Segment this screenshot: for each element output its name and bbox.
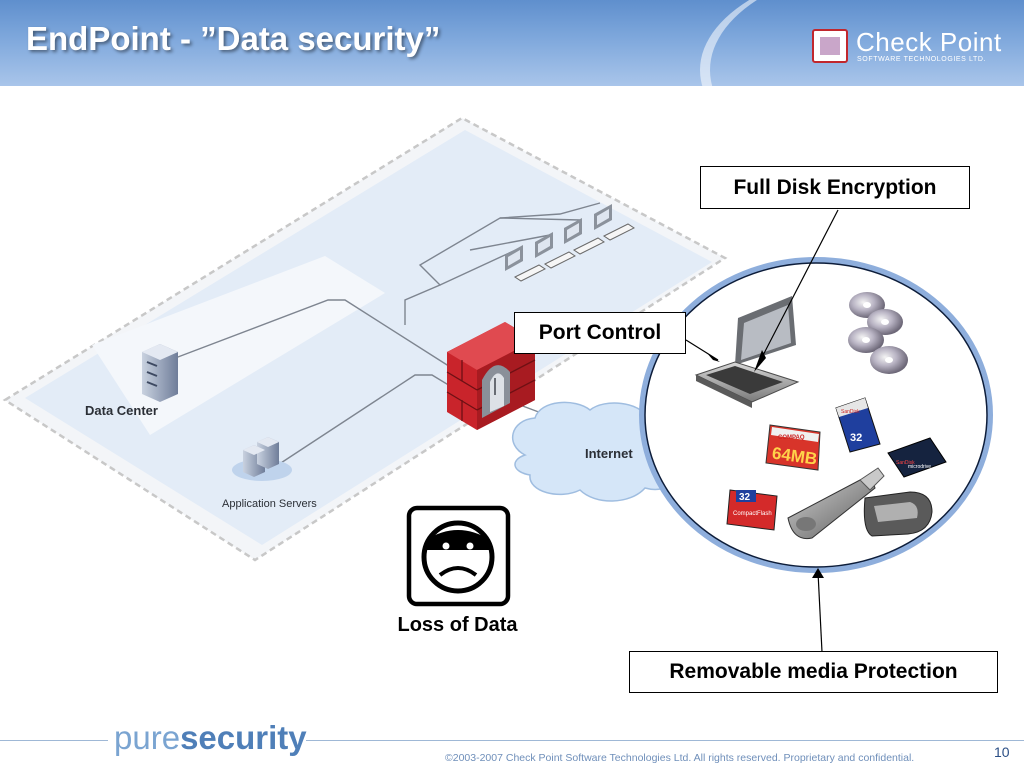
brand-subtitle: SOFTWARE TECHNOLOGIES LTD. bbox=[857, 56, 987, 63]
page-number: 10 bbox=[994, 744, 1010, 760]
firewall-icon bbox=[446, 322, 536, 430]
workstation-group bbox=[505, 204, 635, 282]
logo-security: security bbox=[180, 719, 307, 756]
usb-drive-icon bbox=[863, 491, 933, 537]
usb-stick-icon bbox=[787, 467, 885, 540]
application-servers-label: Application Servers bbox=[222, 498, 317, 510]
footer-line-right bbox=[306, 740, 1024, 741]
loss-of-data-icon bbox=[406, 505, 511, 607]
sd-card-32mb-icon: SanDisk 32 bbox=[835, 397, 881, 453]
cf-card-64mb-icon: COMPAQ 64MB bbox=[765, 424, 821, 471]
header-bar: EndPoint - ”Data security” Check Point S… bbox=[0, 0, 1024, 86]
check-point-logo-icon bbox=[812, 29, 848, 63]
removable-arrowhead bbox=[812, 568, 824, 578]
workstation-icon bbox=[535, 232, 576, 269]
cf-card-32mb-icon: 32 CompactFlash bbox=[726, 489, 778, 531]
full-disk-arrowhead bbox=[754, 350, 766, 372]
cf-32-text: CompactFlash bbox=[733, 511, 772, 517]
workstation-icon bbox=[564, 218, 605, 255]
full-disk-pointer bbox=[757, 209, 839, 366]
workstation-icon bbox=[505, 245, 546, 282]
full-disk-encryption-callout: Full Disk Encryption bbox=[700, 166, 970, 209]
data-center-server-icon bbox=[142, 344, 178, 402]
loss-of-data-label: Loss of Data bbox=[397, 614, 518, 636]
port-control-callout: Port Control bbox=[514, 312, 686, 354]
footer-line-left bbox=[0, 740, 108, 741]
cf-32-label: 32 bbox=[739, 492, 751, 503]
puresecurity-logo: puresecurity bbox=[114, 719, 307, 757]
laptop-icon bbox=[694, 296, 800, 408]
port-control-pointer bbox=[685, 339, 719, 361]
sd-brand: SanDisk bbox=[841, 409, 860, 415]
removable-pointer bbox=[817, 571, 823, 653]
microdrive-icon: SanDisk microdrive bbox=[887, 437, 947, 478]
brand-name: Check Point bbox=[856, 27, 1002, 57]
workstation-icon bbox=[594, 204, 635, 241]
internet-label: Internet bbox=[585, 446, 633, 461]
md-label: microdrive bbox=[908, 464, 931, 470]
callout-pointers bbox=[685, 209, 839, 653]
port-control-arrowhead bbox=[706, 352, 720, 362]
check-point-logo: Check Point SOFTWARE TECHNOLOGIES LTD. bbox=[812, 27, 1012, 71]
data-center-label: Data Center bbox=[85, 403, 158, 418]
cf-64-brand: COMPAQ bbox=[778, 435, 805, 441]
cd-discs-icon bbox=[848, 292, 908, 374]
slide-title: EndPoint - ”Data security” bbox=[26, 20, 441, 57]
network-diagram: Data Center Application Servers Internet bbox=[2, 116, 993, 653]
md-brand: SanDisk bbox=[896, 460, 915, 466]
sd-32-label: 32 bbox=[850, 432, 862, 444]
copyright-text: ©2003-2007 Check Point Software Technolo… bbox=[445, 752, 915, 764]
logo-pure: pure bbox=[114, 719, 181, 756]
application-servers-icon bbox=[232, 437, 292, 481]
removable-media-callout: Removable media Protection bbox=[629, 651, 998, 693]
